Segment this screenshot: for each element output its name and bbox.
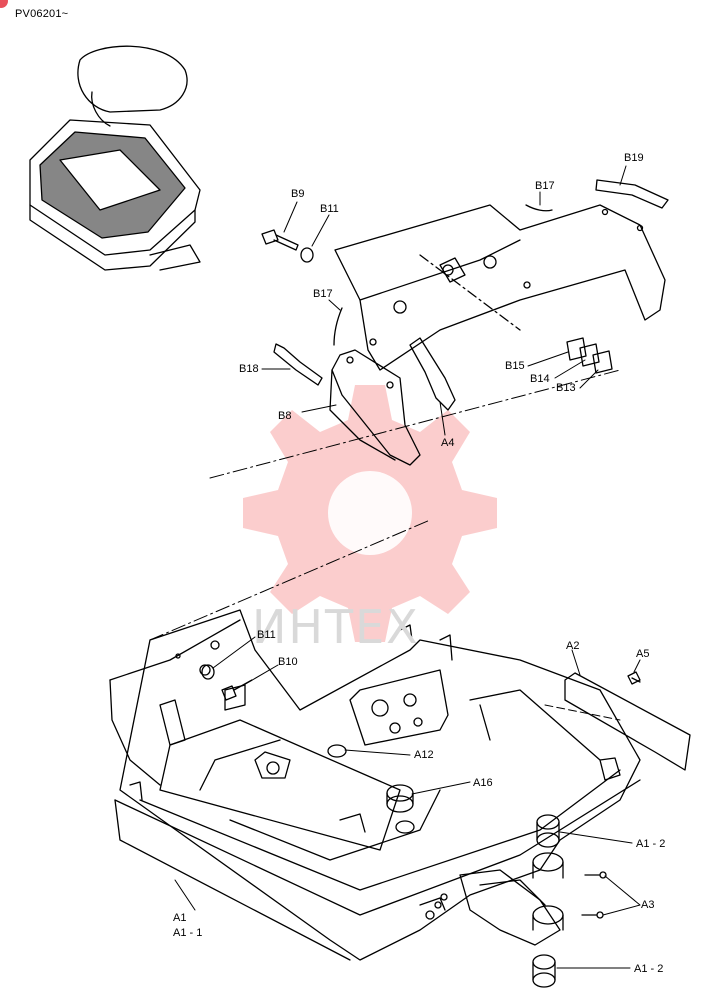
seat-base-frame: [109, 609, 641, 961]
leader-lines-lower: [174, 636, 641, 969]
label-b13: B13: [556, 382, 576, 394]
assembly-centerline-2: [149, 519, 431, 641]
label-a4: A4: [441, 437, 455, 449]
leader-lines-upper: [261, 165, 627, 436]
label-b9: B9: [291, 188, 305, 200]
label-b11-low: B11: [257, 629, 276, 641]
watermark-gear-cutout: [328, 471, 412, 555]
label-b10: B10: [278, 656, 298, 668]
label-b14: B14: [530, 373, 550, 385]
part-b19-strip: [595, 179, 669, 209]
part-b9-bolt: [261, 229, 299, 251]
part-b13-b15-shims: [566, 337, 613, 374]
label-a2: A2: [566, 640, 580, 652]
serial-range: PV06201~: [15, 8, 69, 20]
part-a4-stopper: [409, 337, 456, 411]
label-a3: A3: [641, 899, 655, 911]
a2-dashed-guide: [544, 704, 621, 721]
hinge-arm-bushings: [459, 814, 607, 988]
overview-seat-sketch: [29, 45, 201, 271]
label-a5: A5: [636, 648, 650, 660]
part-a12-cap: [327, 744, 347, 758]
page-marker-dot: [0, 0, 8, 8]
label-b19: B19: [624, 152, 644, 164]
label-b11-top: B11: [320, 203, 339, 215]
label-a1: A1: [173, 912, 187, 924]
part-a5-screw: [627, 671, 641, 685]
part-b11-washer-low: [201, 664, 215, 680]
watermark-text: ИНТЕХ: [252, 600, 420, 654]
assembly-centerline: [209, 369, 621, 479]
label-a1-2-bottom: A1 - 2: [634, 963, 664, 975]
label-a16: A16: [473, 777, 493, 789]
part-a2-cover: [564, 672, 691, 771]
part-b8-cover: [329, 349, 421, 466]
label-b15: B15: [505, 360, 525, 372]
part-b11-washer-top: [300, 247, 314, 263]
label-b18: B18: [239, 363, 259, 375]
part-b17-upper-shim: [525, 204, 553, 212]
part-b18-clip: [273, 343, 323, 386]
seat-plate-bracket: [334, 204, 666, 371]
label-b17-mid: B17: [313, 288, 333, 300]
label-b17-top: B17: [535, 180, 555, 192]
label-a12: A12: [414, 749, 434, 761]
label-a1-1: A1 - 1: [173, 927, 203, 939]
label-b8: B8: [278, 410, 292, 422]
label-a1-2-top: A1 - 2: [636, 838, 666, 850]
part-b17-mid-shim: [333, 307, 343, 346]
part-a16-bushing: [386, 784, 415, 834]
